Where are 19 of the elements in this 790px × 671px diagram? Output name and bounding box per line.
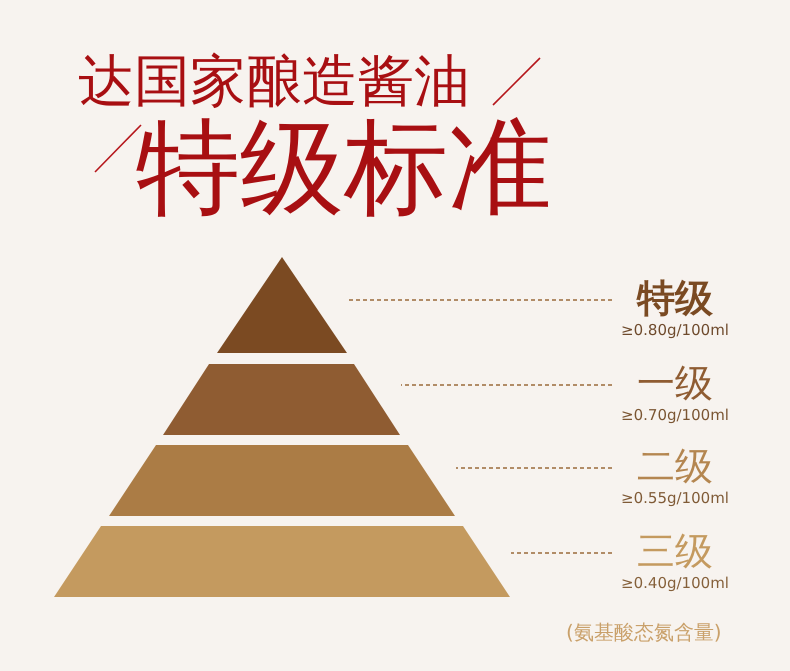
leader-line — [511, 552, 612, 554]
leader-line — [456, 467, 612, 469]
grade-label: 特级 — [637, 276, 713, 320]
grade-label: 二级 — [637, 444, 713, 488]
pyramid-tier — [163, 364, 400, 435]
pyramid-tier — [109, 445, 455, 516]
grade-label: 一级 — [637, 361, 713, 405]
value-label: ≥0.80g/100ml — [621, 320, 729, 340]
title: 达国家酿造酱油 — [78, 52, 470, 112]
value-label: ≥0.70g/100ml — [621, 405, 729, 425]
value-label: ≥0.40g/100ml — [621, 573, 729, 593]
note: (氨基酸态氮含量) — [566, 619, 722, 646]
value-label: ≥0.55g/100ml — [621, 488, 729, 508]
pyramid-tier — [54, 526, 510, 597]
leader-line — [348, 299, 612, 301]
headline: 特级标准 — [136, 112, 552, 222]
leader-line — [401, 384, 612, 386]
pyramid-tier — [217, 257, 347, 353]
grade-label: 三级 — [637, 529, 713, 573]
